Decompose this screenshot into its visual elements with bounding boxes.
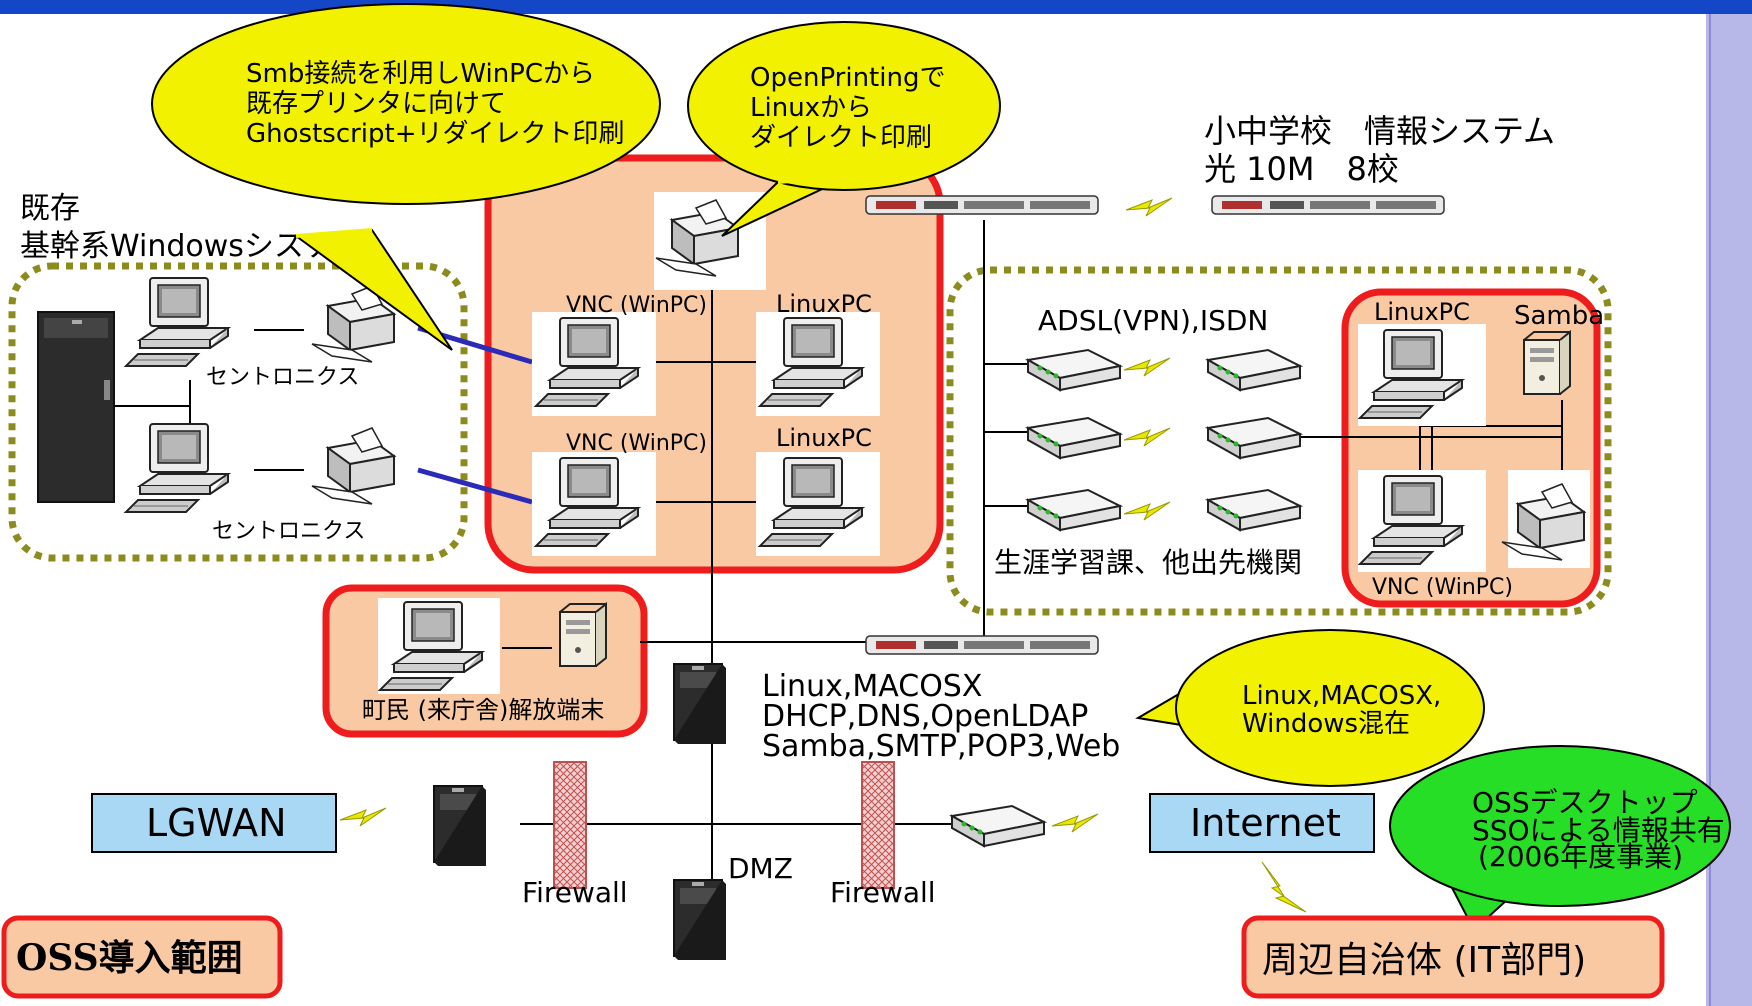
firewall-right-icon [861, 761, 895, 889]
remote-samba-label: Samba [1514, 301, 1604, 331]
remote-caption: 生涯学習課、他出先機関 [994, 546, 1302, 579]
remote-title: ADSL(VPN),ISDN [1038, 304, 1268, 337]
neighbor-badge [1241, 915, 1665, 999]
firewall-left-label: Firewall [522, 876, 628, 909]
lgwan-box [91, 793, 337, 853]
callout-oss-desktop [1389, 745, 1731, 907]
callout-oss-desktop-line2: SSOによる情報共有 [1472, 814, 1725, 847]
modem-icon [1207, 417, 1301, 459]
dmz-label: DMZ [728, 852, 793, 885]
samba-server-icon [1523, 331, 1571, 395]
vnc-label: VNC (WinPC) [566, 293, 707, 318]
remote-vnc-label: VNC (WinPC) [1372, 575, 1513, 600]
oss-scope-label: OSS導入範囲 [16, 937, 243, 979]
remote-zone [946, 266, 1612, 616]
vnc-label: VNC (WinPC) [566, 431, 707, 456]
lightning-icon [1125, 197, 1173, 217]
lightning-icon [1123, 357, 1171, 377]
legacy-title-line1: 既存 [20, 191, 80, 226]
linuxpc-label: LinuxPC [776, 290, 872, 318]
linuxpc-label: LinuxPC [776, 424, 872, 452]
callout-mixed-line1: Linux,MACOSX, [1242, 681, 1441, 711]
mainframe-icon [37, 311, 115, 503]
switch-icon [865, 635, 1099, 655]
lightning-icon [1123, 427, 1171, 447]
callout-openprinting [687, 21, 1001, 191]
neighbor-label: 周辺自治体 (IT部門) [1262, 940, 1586, 981]
internet-label: Internet [1190, 801, 1341, 845]
callout-smb-line3: Ghostscript+リダイレクト印刷 [246, 119, 625, 149]
header-bar [0, 0, 1752, 14]
schools-line2: 光 10M 8校 [1204, 150, 1399, 188]
switch-icon [865, 195, 1099, 215]
citizen-label: 町民 (来庁舎)解放端末 [362, 696, 604, 724]
router-icon [951, 805, 1045, 847]
callout-smb-line1: Smb接続を利用しWinPCから [246, 59, 595, 89]
printer-icon [311, 427, 395, 505]
internet-box [1149, 793, 1375, 853]
callout-mixed-line2: Windows混在 [1242, 709, 1410, 739]
remote-linuxpc-label: LinuxPC [1374, 298, 1470, 326]
lightning-icon [1261, 861, 1307, 913]
dmz-server-icon [673, 879, 727, 961]
callout-openprinting-line3: ダイレクト印刷 [750, 123, 932, 153]
server-icon [559, 603, 607, 667]
modem-icon [1207, 349, 1301, 391]
lightning-icon [1123, 501, 1171, 521]
oss-scope-badge [1, 915, 283, 999]
server-line1: Linux,MACOSX [762, 669, 982, 704]
firewall-left-icon [553, 761, 587, 889]
modem-icon [1207, 489, 1301, 531]
server-line2: DHCP,DNS,OpenLDAP [762, 699, 1088, 734]
cable-link-bottom [417, 467, 533, 505]
pc-icon [125, 277, 229, 367]
lightning-icon [1051, 813, 1099, 833]
server-line3: Samba,SMTP,POP3,Web [762, 729, 1120, 764]
centronics-label: セントロニクス [206, 365, 359, 390]
schools-line1: 小中学校 情報システム [1204, 112, 1555, 150]
callout-openprinting-line2: Linuxから [750, 93, 872, 123]
callout-smb [151, 3, 661, 205]
modem-icon [1027, 349, 1121, 391]
callout-smb-line2: 既存プリンタに向けて [246, 89, 506, 119]
callout-oss-desktop-line1: OSSデスクトップ [1472, 786, 1698, 819]
centronics-label: セントロニクス [212, 519, 365, 544]
legacy-zone [8, 262, 468, 562]
pc-icon [125, 423, 229, 513]
core-server-icon [673, 663, 727, 745]
callout-mixed [1175, 629, 1485, 787]
callout-oss-desktop-line3: (2006年度事業) [1478, 840, 1683, 873]
firewall-right-label: Firewall [830, 876, 936, 909]
lgwan-label: LGWAN [146, 801, 287, 845]
modem-icon [1027, 417, 1121, 459]
lightning-icon [339, 807, 387, 827]
callout-openprinting-line1: OpenPrintingで [750, 63, 945, 93]
gateway-server-icon [433, 785, 487, 867]
modem-icon [1027, 489, 1121, 531]
switch-icon [1211, 195, 1445, 215]
